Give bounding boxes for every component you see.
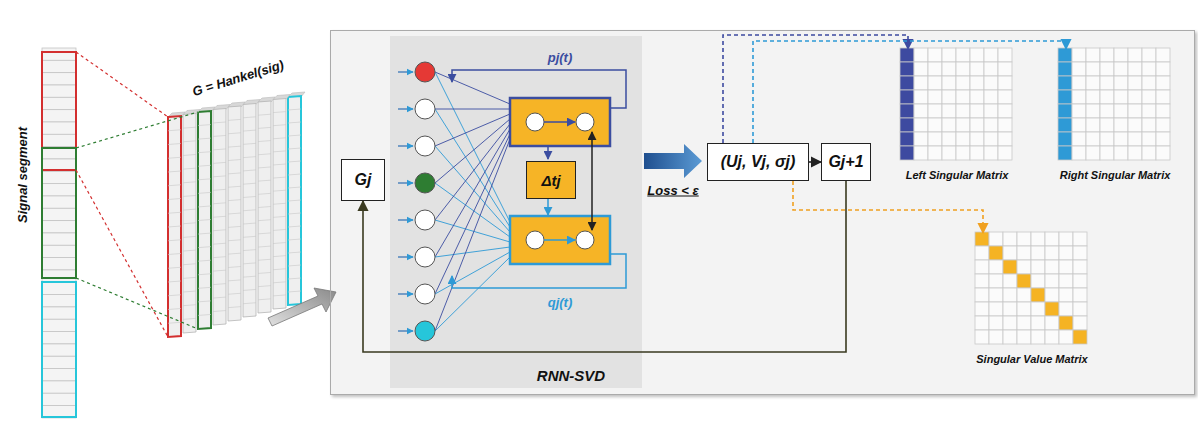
module-title: RNN-SVD [481, 367, 661, 384]
box-label: Gj [355, 171, 372, 189]
matrix-figure: Singular Value Matrix [976, 233, 1088, 365]
box-label: (Uj, Vj, σj) [721, 153, 796, 171]
matrix-grids [900, 48, 1170, 344]
converge-arrow [644, 144, 702, 178]
input-arrow [268, 288, 336, 326]
time-box: Δtj [526, 161, 576, 199]
rnn-cells [452, 70, 626, 288]
box-label: Gj+1 [828, 153, 863, 171]
output-box: (Uj, Vj, σj) [707, 143, 809, 181]
hankel-matrix [168, 92, 305, 337]
matrix-label: Left Singular Matrix [906, 169, 1009, 181]
flow-arrow [753, 41, 1066, 143]
matrix-box: Gj [341, 159, 385, 201]
matrix-label: Singular Value Matrix [976, 353, 1087, 365]
matrix-label: Right Singular Matrix [1060, 169, 1171, 181]
flow-arrow [809, 161, 821, 163]
signal-name: pj(t) [548, 50, 573, 65]
flow-arrow [363, 181, 846, 352]
panel-ground [330, 30, 1195, 395]
axis-label: Signal segment [15, 127, 30, 223]
matrix-caption: G = Hankel(sig) [190, 57, 285, 99]
flow-arrow [793, 181, 983, 233]
module-panel: RNN-SVD Gj Δtj (Uj, Vj, σj) Gj+1Left Singula… [330, 30, 1195, 395]
box-label: Δtj [541, 172, 560, 189]
matrix-figure: Right Singular Matrix [1059, 49, 1171, 181]
matrix-figure: Left Singular Matrix [901, 49, 1013, 181]
network-links [398, 62, 510, 341]
condition-label: Loss < ε [647, 183, 698, 198]
signal-name: qj(t) [548, 295, 573, 310]
projection-lines [76, 52, 198, 337]
matrix-box: Gj+1 [821, 143, 871, 181]
signal-column [42, 48, 76, 418]
network-ground [390, 36, 642, 388]
flow-arrow [723, 35, 908, 143]
